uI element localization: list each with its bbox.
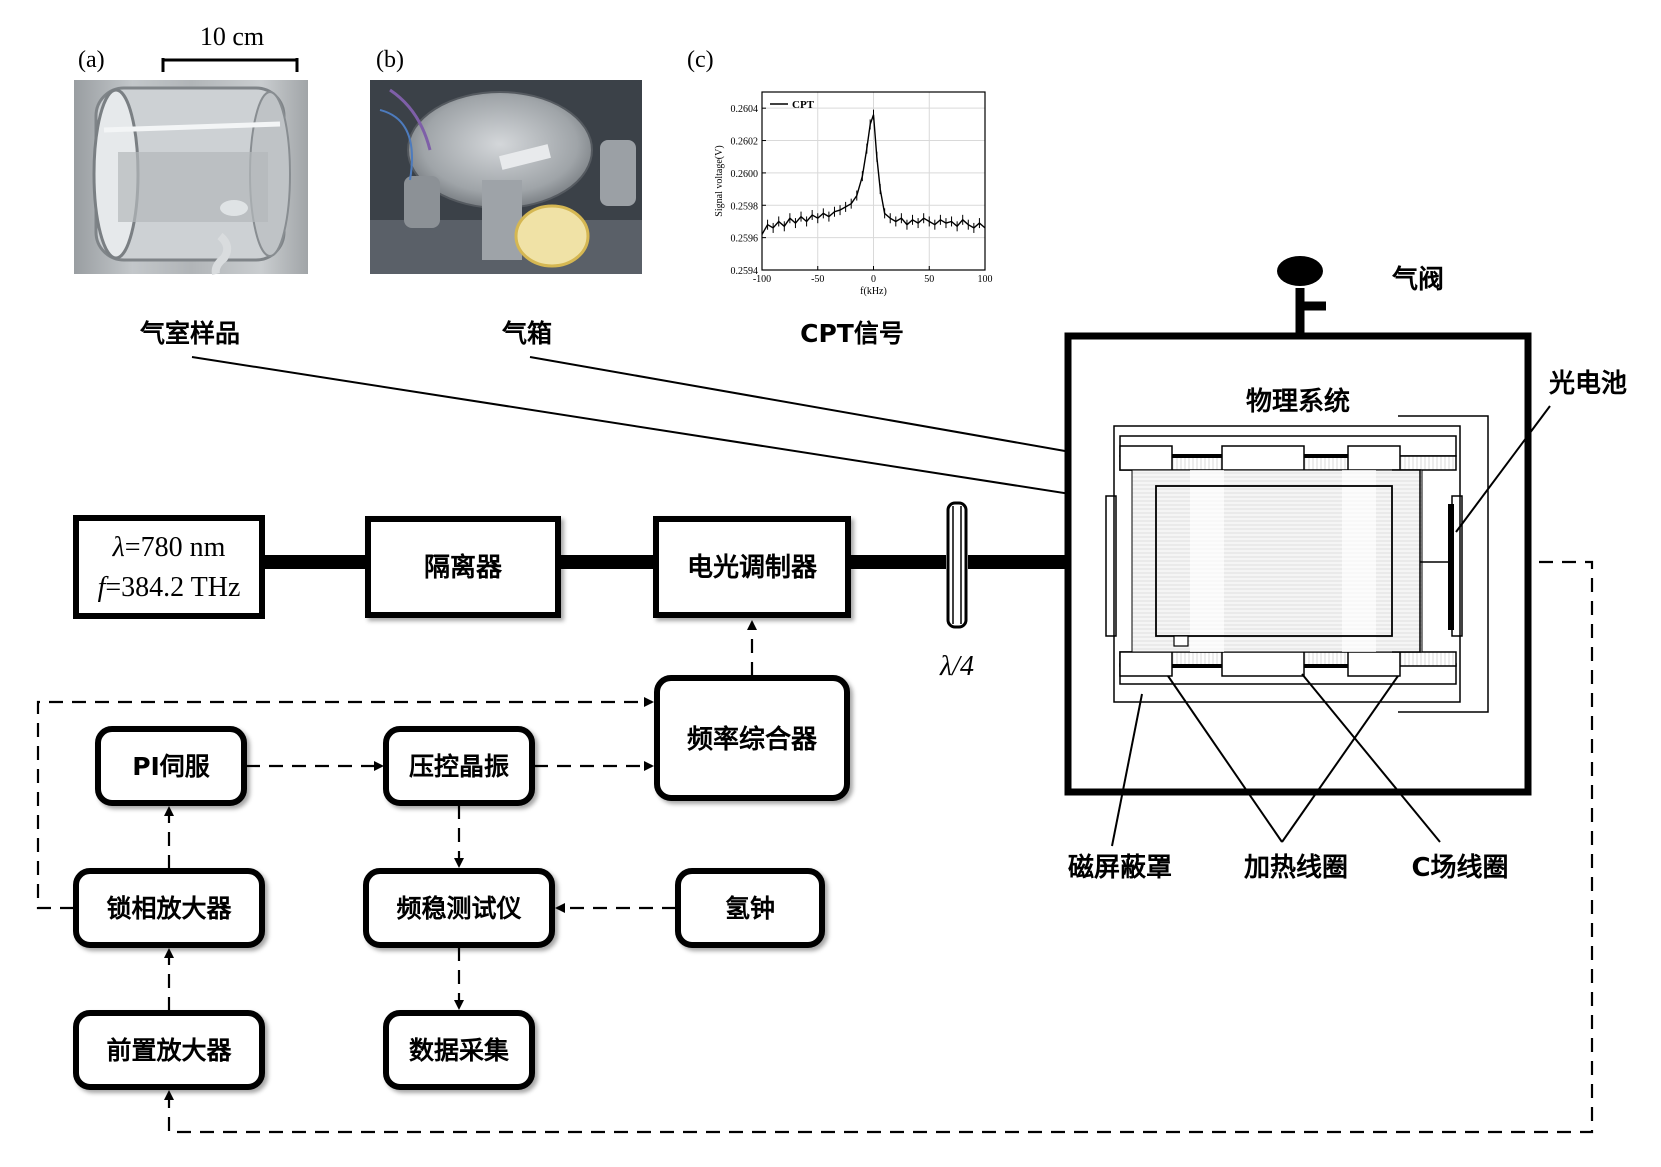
leader-photocell bbox=[1455, 405, 1551, 533]
photocell bbox=[1448, 504, 1454, 630]
y-tick-label: 0.2602 bbox=[731, 137, 759, 148]
hydrogen-maser-block: 氢钟 bbox=[675, 868, 825, 948]
x-tick-label: -50 bbox=[811, 274, 824, 285]
x-axis-label: f(kHz) bbox=[860, 286, 887, 297]
leader-gas-box bbox=[529, 356, 1066, 452]
preamp-label: 前置放大器 bbox=[106, 1036, 232, 1065]
hydrogen-maser-label: 氢钟 bbox=[725, 894, 775, 923]
y-tick-label: 0.2598 bbox=[731, 201, 759, 212]
synthesizer-label: 频率综合器 bbox=[687, 724, 818, 755]
panel-a: (a) 10 cm bbox=[74, 22, 308, 275]
signal-lines bbox=[36, 560, 1594, 1134]
pi-servo-label: PI伺服 bbox=[132, 752, 211, 781]
y-tick-label: 0.2596 bbox=[731, 234, 759, 245]
leader-c-field bbox=[1301, 673, 1441, 843]
stability-tester-block: 频稳测试仪 bbox=[363, 868, 555, 948]
svg-text:λ=780 nm: λ=780 nm bbox=[112, 532, 226, 563]
vapor-cell-photo bbox=[74, 80, 308, 275]
daq-label: 数据采集 bbox=[409, 1036, 510, 1065]
laser-wavelength: =780 nm bbox=[125, 532, 226, 563]
panel-a-label: (a) bbox=[78, 47, 105, 73]
physics-system-label: 物理系统 bbox=[1246, 386, 1350, 417]
y-tick-label: 0.2594 bbox=[731, 266, 759, 277]
quarter-wave-label: λ/4 bbox=[939, 651, 974, 682]
eom-label: 电光调制器 bbox=[687, 553, 818, 583]
panel-c-label: (c) bbox=[687, 47, 714, 73]
vcxo-label: 压控晶振 bbox=[409, 752, 509, 781]
isolator-block: 隔离器 bbox=[365, 516, 561, 618]
valve-icon bbox=[1277, 256, 1326, 334]
c-field-coil bbox=[1131, 469, 1423, 653]
caption-cpt-signal: CPT信号 bbox=[800, 319, 904, 348]
x-tick-label: 50 bbox=[924, 274, 934, 285]
daq-block: 数据采集 bbox=[383, 1010, 535, 1090]
panel-b-label: (b) bbox=[376, 47, 404, 73]
caption-gas-box: 气箱 bbox=[501, 319, 552, 348]
leader-heater-right bbox=[1281, 675, 1399, 843]
panel-c: (c) 0.2604 0.2602 0.2600 0.2598 0.2596 0.2594… bbox=[687, 47, 993, 297]
magnetic-shield bbox=[1113, 425, 1461, 703]
x-tick-label: 0 bbox=[871, 274, 876, 285]
heater-label: 加热线圈 bbox=[1244, 853, 1348, 883]
x-tick-label: -100 bbox=[753, 274, 771, 285]
legend-label: CPT bbox=[792, 99, 815, 111]
gas-box-photo bbox=[370, 80, 642, 274]
plot-frame bbox=[761, 91, 986, 271]
leader-shield bbox=[1111, 693, 1143, 847]
f-symbol: f bbox=[98, 572, 109, 603]
isolator-label: 隔离器 bbox=[424, 552, 503, 583]
caption-vapor-cell: 气室样品 bbox=[139, 319, 240, 348]
laser-source: λ=780 nm f=384.2 THz bbox=[73, 515, 265, 619]
y-tick-label: 0.2604 bbox=[731, 104, 759, 115]
lockin-block: 锁相放大器 bbox=[73, 868, 265, 948]
vapor-cell bbox=[1155, 485, 1393, 637]
loop-synth-to-lockin bbox=[36, 697, 654, 910]
quarter-wave-plate bbox=[946, 501, 968, 629]
loop-photocell-to-preamp bbox=[164, 560, 1594, 1134]
panel-b: (b) bbox=[370, 47, 642, 274]
y-tick-label: 0.2600 bbox=[731, 169, 759, 180]
valve-label: 气阀 bbox=[1391, 264, 1444, 295]
leader-heater-left bbox=[1167, 675, 1283, 843]
photocell-label: 光电池 bbox=[1548, 369, 1627, 399]
lockin-label: 锁相放大器 bbox=[106, 894, 232, 923]
y-axis-label: Signal voltage(V) bbox=[714, 145, 725, 216]
svg-text:f=384.2 THz: f=384.2 THz bbox=[98, 572, 241, 603]
physics-package: 气阀 物理系统 bbox=[1064, 256, 1532, 796]
c-field-label: C场线圈 bbox=[1411, 853, 1508, 883]
stability-tester-label: 频稳测试仪 bbox=[396, 894, 522, 923]
vcxo-block: 压控晶振 bbox=[383, 726, 535, 806]
laser-frequency: =384.2 THz bbox=[105, 572, 240, 603]
x-tick-label: 100 bbox=[978, 274, 993, 285]
leader-vapor-cell bbox=[191, 356, 1161, 509]
preamp-block: 前置放大器 bbox=[73, 1010, 265, 1090]
shield-label: 磁屏蔽罩 bbox=[1068, 852, 1172, 883]
scale-bar-label: 10 cm bbox=[200, 22, 264, 51]
scale-bar bbox=[161, 58, 299, 72]
synthesizer-block: 频率综合器 bbox=[654, 675, 850, 801]
lambda-symbol: λ bbox=[112, 532, 125, 563]
eom-block: 电光调制器 bbox=[653, 516, 851, 618]
cpt-signal-chart: 0.2604 0.2602 0.2600 0.2598 0.2596 0.2594-100… bbox=[714, 91, 993, 297]
pi-servo-block: PI伺服 bbox=[95, 726, 247, 806]
